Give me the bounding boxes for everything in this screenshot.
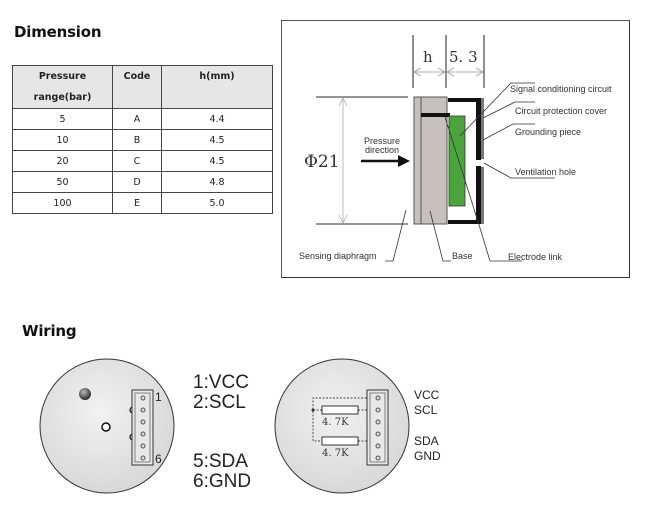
- signal-label-sda: SDA: [414, 434, 439, 448]
- mounting-knob-icon: [79, 388, 91, 400]
- callout-leaders: [385, 82, 555, 262]
- grounding-piece: [481, 98, 484, 159]
- cell-h: 5.0: [161, 192, 273, 214]
- wiring-heading: Wiring: [22, 322, 77, 340]
- pin-label-vcc: 1:VCC: [193, 372, 249, 393]
- signal-label-gnd: GND: [414, 449, 441, 463]
- pullup-wiring-diagram: 4. 7K 4. 7K: [274, 358, 410, 494]
- cell-h: 4.5: [161, 129, 273, 151]
- callout-ventilation-hole: Ventilation hole: [515, 167, 576, 177]
- width-dimension-lines: [412, 35, 485, 88]
- connector-mark-1: 1: [155, 390, 162, 404]
- pin-label-scl: 2:SCL: [193, 392, 246, 413]
- diameter-dimension: [300, 96, 408, 225]
- dim-diameter-label: Φ21: [304, 152, 340, 172]
- pressure-arrow-icon: [361, 155, 410, 167]
- header-range: range(bar): [33, 92, 92, 103]
- pin-label-gnd: 6:GND: [193, 471, 251, 492]
- header-h: h(mm): [161, 65, 273, 109]
- resistor-sda: [321, 436, 359, 446]
- dimension-diagram-frame: [281, 20, 630, 278]
- connector-mark-6: 6: [155, 452, 162, 466]
- callout-protection-cover: Circuit protection cover: [515, 106, 607, 116]
- sensor-backside-pinout: 1 6: [39, 358, 175, 494]
- pin-label-sda: 5:SDA: [193, 451, 248, 472]
- dimension-diagram: h 5. 3 Φ21 Pressure direction: [299, 35, 612, 262]
- dim-h-label: h: [423, 48, 433, 66]
- dimension-heading: Dimension: [14, 23, 102, 41]
- pressure-label-2: direction: [365, 145, 399, 155]
- protection-cover-top: [448, 98, 481, 160]
- callout-grounding-piece: Grounding piece: [515, 127, 581, 137]
- connector-6pin-2: [366, 389, 389, 466]
- width-dimension-arrows: [413, 67, 484, 77]
- callout-signal-conditioning: Signal conditioning circuit: [510, 84, 612, 94]
- resistor-scl: [321, 405, 359, 415]
- signal-label-vcc: VCC: [414, 388, 440, 402]
- resistor-value-2: 4. 7K: [322, 448, 349, 459]
- callout-electrode-link: Electrode link: [508, 252, 563, 262]
- dim-width-label: 5. 3: [449, 48, 478, 66]
- electrode-bar: [421, 113, 450, 117]
- vent-hole-icon: [101, 422, 111, 432]
- header-pressure: Pressure: [38, 71, 87, 82]
- pressure-label-1: Pressure: [364, 136, 400, 146]
- base-block: [413, 96, 448, 225]
- grounding-piece-lower: [481, 167, 484, 224]
- signal-circuit-board: [448, 115, 466, 207]
- callout-base: Base: [452, 251, 473, 261]
- signal-label-scl: SCL: [414, 403, 438, 417]
- connector-6pin: [131, 389, 154, 466]
- protection-cover-bottom: [448, 166, 481, 224]
- callout-sensing-diaphragm: Sensing diaphragm: [299, 251, 377, 261]
- resistor-value-1: 4. 7K: [322, 417, 349, 428]
